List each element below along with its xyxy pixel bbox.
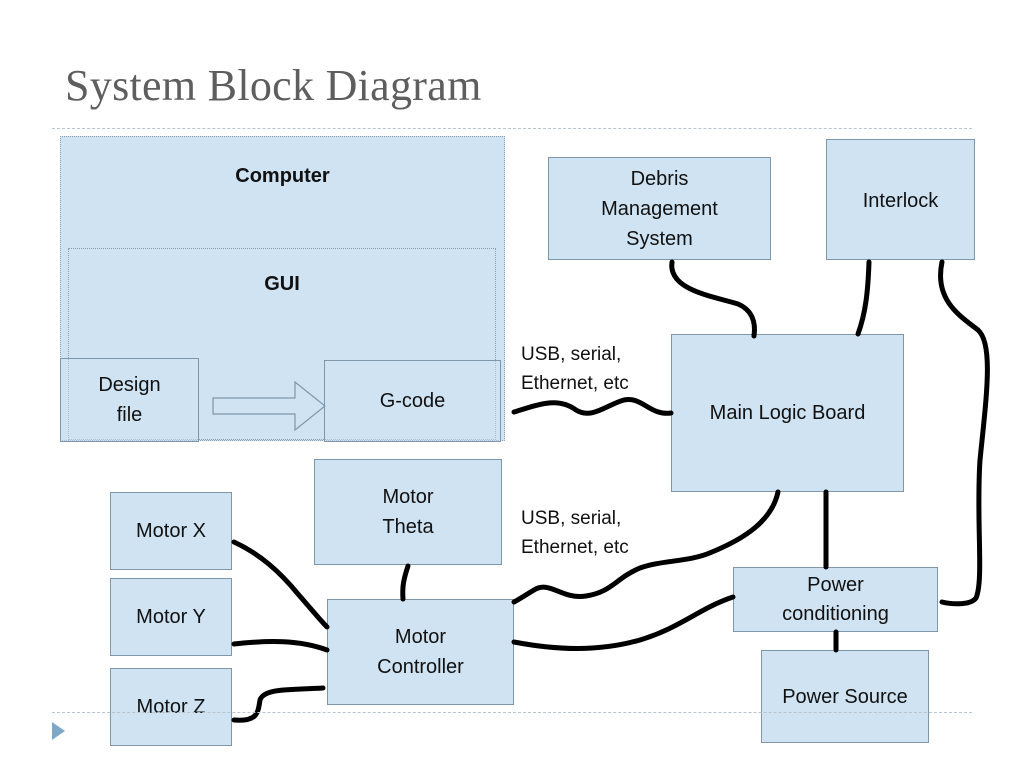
wire-motory-motorcontroller (231, 639, 330, 653)
title-divider (52, 128, 972, 129)
power-source-block[interactable]: Power Source (761, 650, 929, 743)
right-arrow-icon (212, 380, 327, 432)
motor-controller-block[interactable]: Motor Controller (327, 599, 514, 705)
computer-label: Computer (235, 165, 330, 187)
wire-gcode-mainboard (511, 397, 674, 416)
motor-controller-label: Motor Controller (377, 626, 464, 678)
debris-management-label: Debris Management System (601, 167, 718, 250)
gcode-block[interactable]: G-code (324, 360, 501, 442)
power-conditioning-label: Power conditioning (782, 573, 889, 625)
wire-motorz-motorcontroller (231, 685, 326, 723)
motor-x-block[interactable]: Motor X (110, 492, 232, 570)
gui-label: GUI (264, 273, 300, 295)
wire-interlock-power (938, 259, 990, 607)
motor-y-label: Motor Y (136, 606, 206, 628)
motor-z-label: Motor Z (136, 696, 206, 718)
wire-power-motorcontroller (511, 594, 736, 651)
wire-debris-mainboard (669, 259, 757, 339)
footer-divider (52, 712, 972, 713)
motor-z-block[interactable]: Motor Z (110, 668, 232, 746)
design-file-label: Design file (98, 374, 161, 426)
main-logic-board-label: Main Logic Board (709, 402, 866, 424)
wire-theta-motorcontroller (400, 563, 411, 602)
power-source-label: Power Source (782, 685, 908, 708)
triangle-right-icon[interactable] (52, 722, 65, 740)
power-conditioning-block[interactable]: Power conditioning (733, 567, 938, 632)
slide-title: System Block Diagram (65, 61, 482, 110)
gcode-label: G-code (379, 390, 446, 412)
motor-theta-label: Motor Theta (382, 486, 434, 538)
debris-management-block[interactable]: Debris Management System (548, 157, 771, 260)
main-logic-board-block[interactable]: Main Logic Board (671, 334, 904, 492)
interlock-block[interactable]: Interlock (826, 139, 975, 260)
wire-interlock-mainboard (855, 259, 872, 337)
lower-connection-label: USB, serial, Ethernet, etc (521, 508, 629, 559)
motor-y-block[interactable]: Motor Y (110, 578, 232, 656)
interlock-label: Interlock (862, 190, 939, 212)
upper-connection-label: USB, serial, Ethernet, etc (521, 344, 629, 395)
motor-x-label: Motor X (135, 520, 207, 542)
motor-theta-block[interactable]: Motor Theta (314, 459, 502, 565)
design-file-block[interactable]: Design file (60, 358, 199, 442)
